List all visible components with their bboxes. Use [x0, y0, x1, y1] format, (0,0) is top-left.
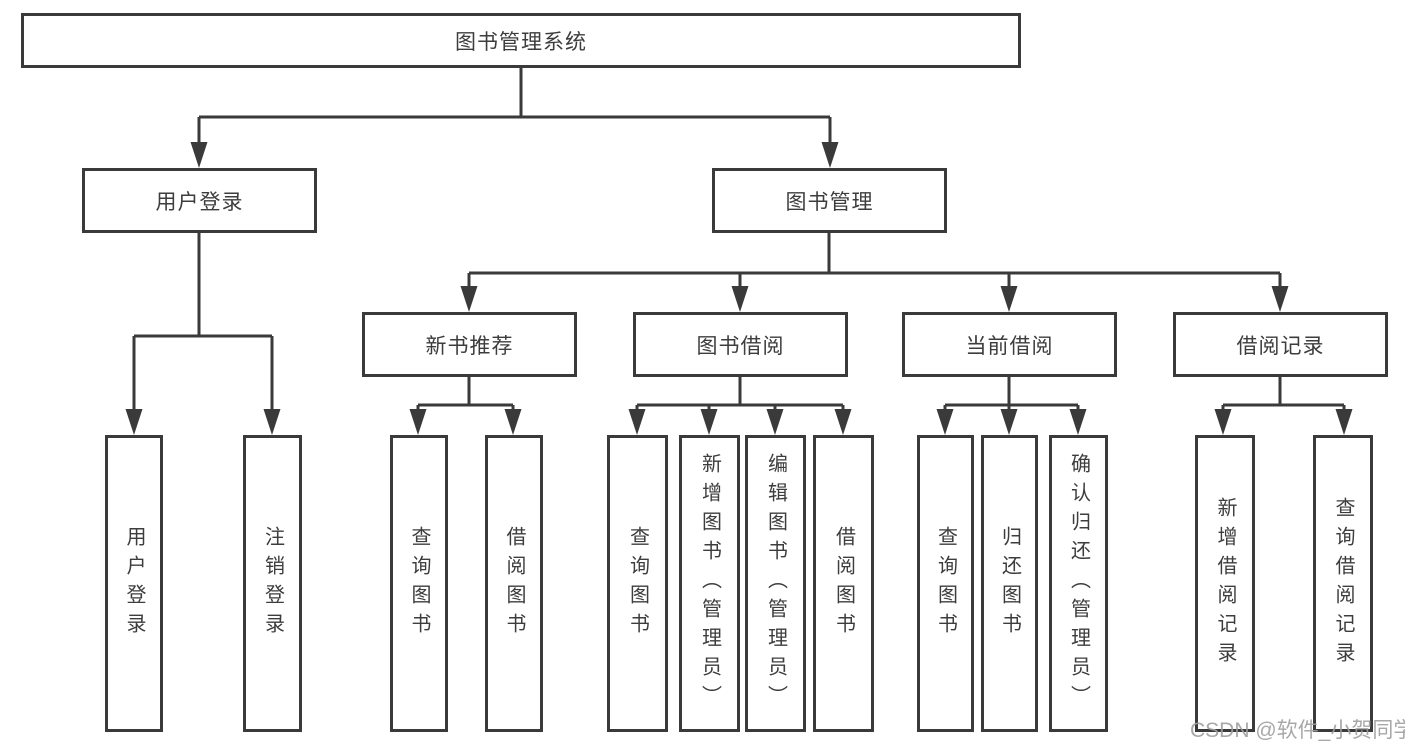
node-label: 借阅图书 — [832, 525, 855, 642]
node-label: 当前借阅 — [965, 334, 1054, 358]
node-label: 图书借阅 — [696, 334, 785, 358]
node-label: 图书管理系统 — [455, 30, 587, 54]
node-borrow-records: 借阅记录 — [1173, 312, 1388, 377]
node-library-management-system: 图书管理系统 — [21, 13, 1021, 68]
node-label: 编辑图书（管理员） — [764, 453, 787, 714]
node-label: 确认归还（管理员） — [1067, 453, 1090, 714]
node-leaf-user-login: 用户登录 — [105, 435, 163, 732]
node-label: 新书推荐 — [425, 334, 514, 358]
node-label: 图书管理 — [785, 190, 874, 214]
node-label: 用户登录 — [155, 190, 244, 214]
node-leaf-query-books-3: 查询图书 — [917, 435, 974, 732]
node-leaf-query-books-1: 查询图书 — [390, 435, 448, 732]
node-label: 查询图书 — [934, 525, 957, 642]
node-leaf-return-book: 归还图书 — [981, 435, 1038, 732]
node-label: 新增借阅记录 — [1214, 496, 1236, 671]
node-label: 归还图书 — [998, 525, 1021, 642]
node-label: 借阅记录 — [1236, 334, 1325, 358]
node-label: 注销登录 — [261, 525, 284, 642]
node-label: 新增图书（管理员） — [698, 453, 721, 714]
node-label: 借阅图书 — [503, 525, 525, 642]
node-label: 用户登录 — [123, 525, 145, 642]
node-label: 查询借阅记录 — [1332, 496, 1354, 671]
node-leaf-add-borrow-record: 新增借阅记录 — [1195, 435, 1255, 732]
watermark-text: CSDN @软件_小贺同学 — [1190, 719, 1405, 742]
node-new-book-recommend: 新书推荐 — [362, 312, 577, 377]
node-book-borrow: 图书借阅 — [633, 312, 848, 377]
node-leaf-edit-book-admin: 编辑图书（管理员） — [745, 435, 806, 732]
node-leaf-borrow-books-1: 借阅图书 — [485, 435, 543, 732]
node-current-borrow: 当前借阅 — [902, 312, 1117, 377]
node-leaf-confirm-return-admin: 确认归还（管理员） — [1049, 435, 1108, 732]
node-user-login: 用户登录 — [82, 168, 317, 233]
node-label: 查询图书 — [408, 525, 430, 642]
node-leaf-query-borrow-record: 查询借阅记录 — [1313, 435, 1373, 732]
node-leaf-logout: 注销登录 — [243, 435, 302, 732]
node-leaf-add-book-admin: 新增图书（管理员） — [679, 435, 740, 732]
node-book-management: 图书管理 — [712, 168, 947, 233]
node-leaf-borrow-books-2: 借阅图书 — [813, 435, 874, 732]
node-leaf-query-books-2: 查询图书 — [607, 435, 668, 732]
node-label: 查询图书 — [626, 525, 649, 642]
